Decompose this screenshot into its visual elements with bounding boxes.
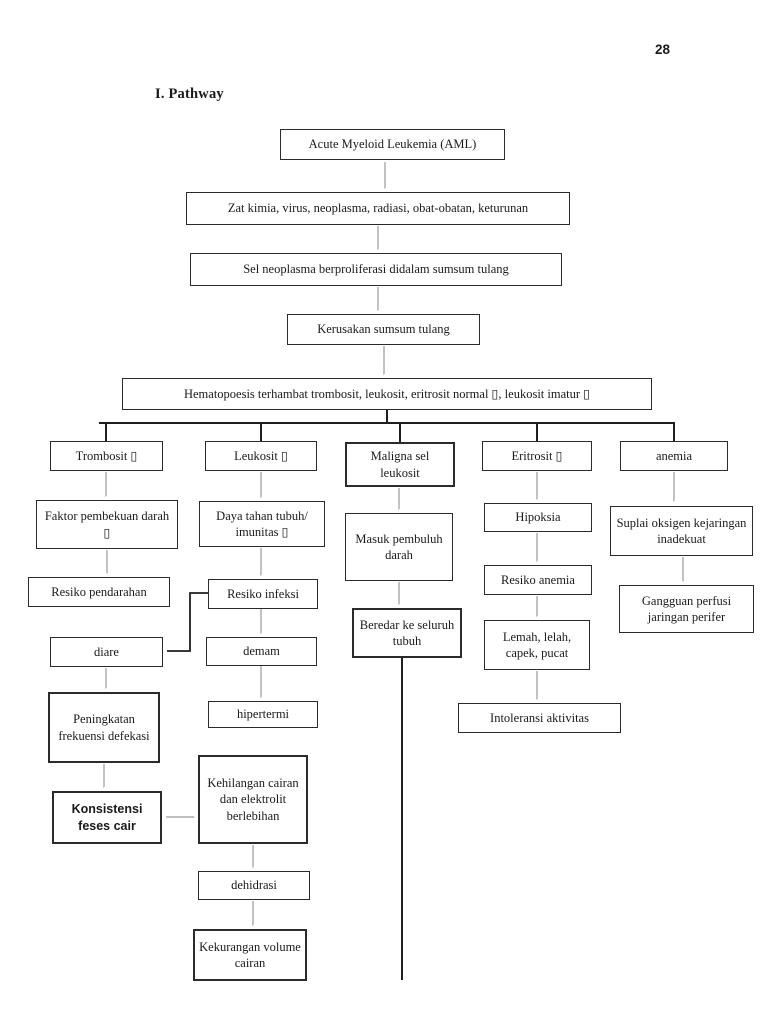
node-faktor-pembekuan: Faktor pembekuan darah ▯ <box>36 500 178 549</box>
node-dehidrasi: dehidrasi <box>198 871 310 900</box>
node-trombosit: Trombosit ▯ <box>50 441 163 471</box>
node-diare: diare <box>50 637 163 667</box>
node-suplai: Suplai oksigen kejaringan inadekuat <box>610 506 753 556</box>
node-gangguan: Gangguan perfusi jaringan perifer <box>619 585 754 633</box>
node-beredar: Beredar ke seluruh tubuh <box>352 608 462 658</box>
node-causes: Zat kimia, virus, neoplasma, radiasi, ob… <box>186 192 570 225</box>
node-intoleransi: Intoleransi aktivitas <box>458 703 621 733</box>
section-heading: I. Pathway <box>155 86 224 102</box>
node-hipoksia: Hipoksia <box>484 503 592 532</box>
node-daya-tahan: Daya tahan tubuh/ imunitas ▯ <box>199 501 325 547</box>
node-peningkatan: Peningkatan frekuensi defekasi <box>48 692 160 763</box>
node-resiko-anemia: Resiko anemia <box>484 565 592 595</box>
gray-arrows <box>104 162 684 925</box>
node-kekurangan: Kekurangan volume cairan <box>193 929 307 981</box>
node-masuk: Masuk pembuluh darah <box>345 513 453 581</box>
page-number: 28 <box>655 42 671 57</box>
node-eritrosit: Eritrosit ▯ <box>482 441 592 471</box>
node-leukosit: Leukosit ▯ <box>205 441 317 471</box>
node-kerusakan: Kerusakan sumsum tulang <box>287 314 480 345</box>
node-hematopoesis: Hematopoesis terhambat trombosit, leukos… <box>122 378 652 410</box>
node-proliferasi: Sel neoplasma berproliferasi didalam sum… <box>190 253 562 286</box>
node-demam: demam <box>206 637 317 666</box>
arrow-resiko-infeksi-to-diare <box>167 592 208 652</box>
node-maligna: Maligna sel leukosit <box>345 442 455 487</box>
node-konsistensi: Konsistensi feses cair <box>52 791 162 844</box>
node-resiko-pendarahan: Resiko pendarahan <box>28 577 170 607</box>
node-resiko-infeksi: Resiko infeksi <box>208 579 318 609</box>
node-anemia: anemia <box>620 441 728 471</box>
node-hipertermi: hipertermi <box>208 701 318 728</box>
node-aml: Acute Myeloid Leukemia (AML) <box>280 129 505 160</box>
node-kehilangan: Kehilangan cairan dan elektrolit berlebi… <box>198 755 308 844</box>
node-lemah: Lemah, lelah, capek, pucat <box>484 620 590 670</box>
branch-tree-lines <box>99 410 675 980</box>
